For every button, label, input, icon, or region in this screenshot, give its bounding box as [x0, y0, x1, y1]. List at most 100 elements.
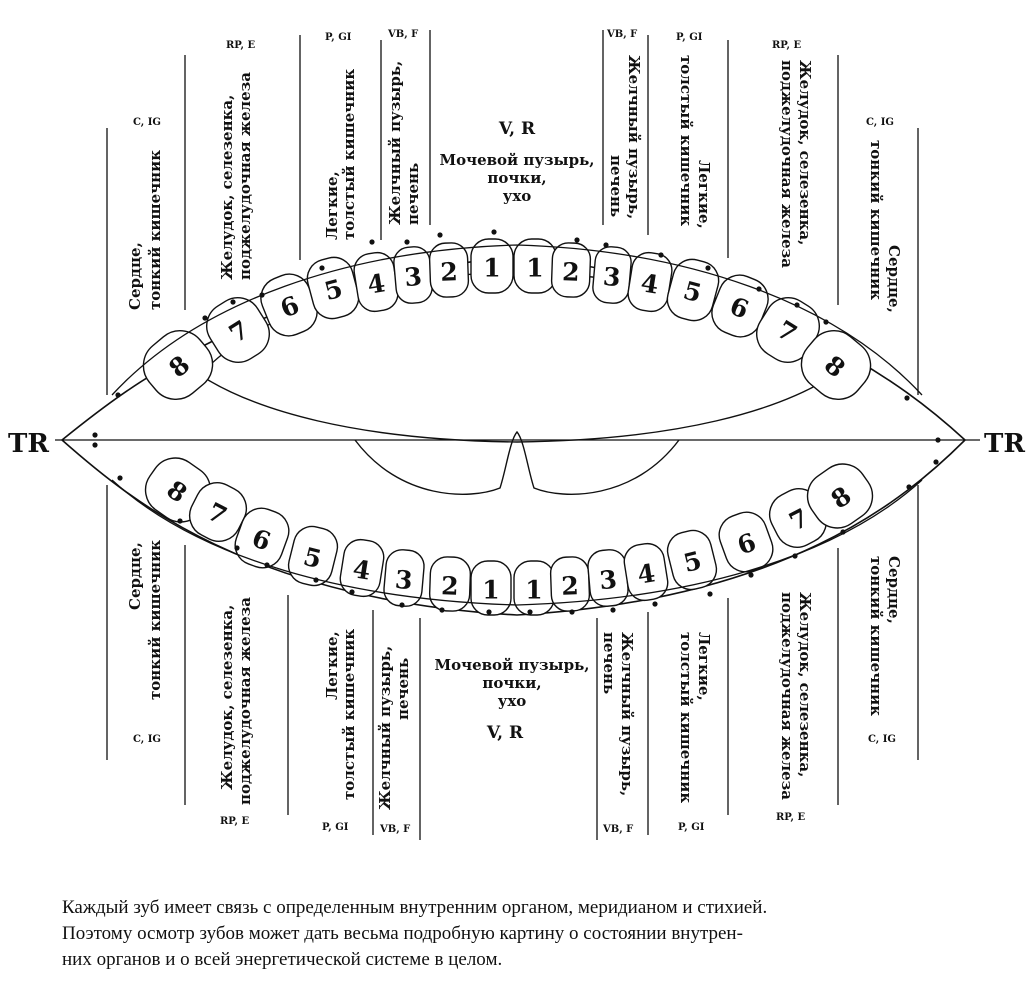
lower-tooth-5: 4	[339, 538, 385, 598]
gum-dot	[705, 265, 711, 271]
lower-kidney-label-2: почки,	[482, 674, 541, 692]
gum-dot	[574, 237, 580, 243]
lower-right-heart-label-2: тонкий кишечник	[867, 556, 885, 716]
upper-left-gall-label-1: Желчный пузырь,	[386, 61, 404, 225]
upper-tooth-6: 3	[393, 246, 433, 304]
upper-left-stomach-label-1: Желудок, селезенка,	[218, 95, 236, 280]
gum-dot	[92, 432, 98, 438]
lower-tooth-outline	[806, 463, 874, 529]
caption-line-1: Каждый зуб имеет связь с определенным вн…	[62, 897, 768, 918]
upper-kidney-label-3: ухо	[503, 187, 532, 205]
lower-tooth-number: 4	[635, 558, 657, 589]
lower-left-lungs-label-1: Легкие,	[323, 631, 341, 700]
upper-right-heart-code: C, IG	[866, 117, 894, 128]
lower-tooth-number: 2	[441, 571, 459, 601]
lower-left-lungs-label-2: толстый кишечник	[340, 629, 358, 800]
upper-left-lungs-label-2: толстый кишечник	[340, 69, 358, 240]
gum-dot	[491, 229, 497, 235]
lower-tooth-number: 2	[561, 571, 579, 601]
upper-tooth-outline	[142, 329, 214, 401]
gum-dot	[369, 239, 375, 245]
upper-left-gall-label-2: печень	[404, 163, 422, 225]
lower-left-gall-code: VB, F	[379, 824, 410, 835]
lower-right-stomach-code: RP, E	[776, 812, 806, 823]
gum-dot	[399, 602, 405, 608]
lower-right-lungs-label-1: Легкие,	[695, 632, 713, 701]
lower-tooth-outline	[666, 529, 718, 591]
lower-tooth-outline	[718, 511, 774, 573]
upper-left-heart-label-2: тонкий кишечник	[146, 150, 164, 310]
upper-tooth-outline	[666, 258, 720, 322]
lower-tooth-outline	[470, 560, 512, 616]
upper-tooth-14: 6	[711, 274, 769, 338]
lower-tooth-number: 1	[525, 576, 542, 605]
lower-left-stomach-label-2: поджелудочная железа	[236, 597, 254, 805]
gum-dot	[603, 242, 609, 248]
upper-right-gall-code: VB, F	[606, 29, 637, 40]
gum-dot	[117, 475, 123, 481]
lower-tooth-4: 5	[287, 525, 339, 587]
gum-dot	[756, 286, 762, 292]
lower-right-heart-code: C, IG	[868, 734, 896, 745]
lower-right-gall-label-1: Желчный пузырь,	[618, 632, 636, 796]
gum-dot	[569, 609, 575, 615]
lower-guide-lines	[106, 485, 919, 840]
upper-tooth-13: 5	[666, 258, 720, 322]
lower-tooth-number: 4	[351, 554, 373, 585]
upper-tooth-15: 7	[756, 297, 820, 363]
upper-left-lungs-code: P, GI	[325, 32, 352, 43]
lips-outline	[60, 254, 967, 616]
gum-dot	[652, 601, 658, 607]
lower-right-stomach-label-1: Желудок, селезенка,	[796, 592, 814, 777]
gum-dot	[904, 395, 910, 401]
lower-tooth-6: 3	[383, 549, 425, 607]
lower-tooth-16: 8	[806, 463, 874, 529]
gum-dot	[177, 518, 183, 524]
upper-gum-arc	[111, 244, 923, 396]
gum-dot	[313, 577, 319, 583]
upper-tooth-12: 4	[627, 251, 673, 313]
upper-kidney-code: V, R	[498, 119, 536, 139]
lower-tooth-10: 2	[549, 556, 591, 612]
gum-dot	[840, 529, 846, 535]
lower-tooth-number: 3	[598, 565, 618, 595]
upper-tooth-number: 2	[562, 257, 580, 287]
gum-dot	[349, 589, 355, 595]
lower-kidney-code: V, R	[486, 723, 524, 743]
upper-right-gall-label-1: Желчный пузырь,	[625, 55, 643, 219]
upper-right-lungs-label-1: Легкие,	[695, 160, 713, 229]
gum-dot	[935, 437, 941, 443]
upper-tooth-10: 2	[550, 242, 592, 298]
gum-dot	[610, 607, 616, 613]
caption-line-2: Поэтому осмотр зубов может дать весьма п…	[62, 923, 743, 944]
lower-right-lungs-code: P, GI	[678, 822, 705, 833]
upper-right-lungs-code: P, GI	[676, 32, 703, 43]
gum-dot	[92, 442, 98, 448]
upper-tooth-outline	[800, 329, 872, 401]
upper-right-gall-label-2: печень	[607, 155, 625, 217]
upper-right-lungs-label-2: толстый кишечник	[677, 55, 695, 226]
upper-tooth-8: 1	[470, 238, 514, 294]
upper-tooth-16: 8	[800, 329, 872, 401]
lower-tooth-9: 1	[513, 560, 555, 616]
lower-left-lungs-code: P, GI	[322, 822, 349, 833]
lower-left-gall-label-2: печень	[394, 658, 412, 720]
upper-tooth-number: 3	[602, 262, 622, 292]
lower-tooth-14: 6	[718, 511, 774, 573]
lower-right-gall-label-2: печень	[600, 632, 618, 694]
upper-tooth-number: 4	[639, 268, 661, 299]
lower-tooth-number: 5	[301, 542, 325, 574]
lower-tooth-number: 3	[394, 565, 414, 595]
upper-left-stomach-label-2: поджелудочная железа	[236, 72, 254, 280]
lower-tooth-2: 7	[188, 482, 248, 542]
upper-right-stomach-code: RP, E	[772, 40, 802, 51]
lower-tooth-12: 4	[623, 542, 669, 602]
lower-tooth-13: 5	[666, 529, 718, 591]
upper-left-heart-code: C, IG	[133, 117, 161, 128]
upper-left-gall-code: VB, F	[387, 29, 418, 40]
gum-dot	[230, 299, 236, 305]
upper-tooth-number: 2	[440, 257, 458, 287]
upper-right-stomach-label-1: Желудок, селезенка,	[796, 60, 814, 245]
lower-tooth-7: 2	[428, 556, 472, 612]
